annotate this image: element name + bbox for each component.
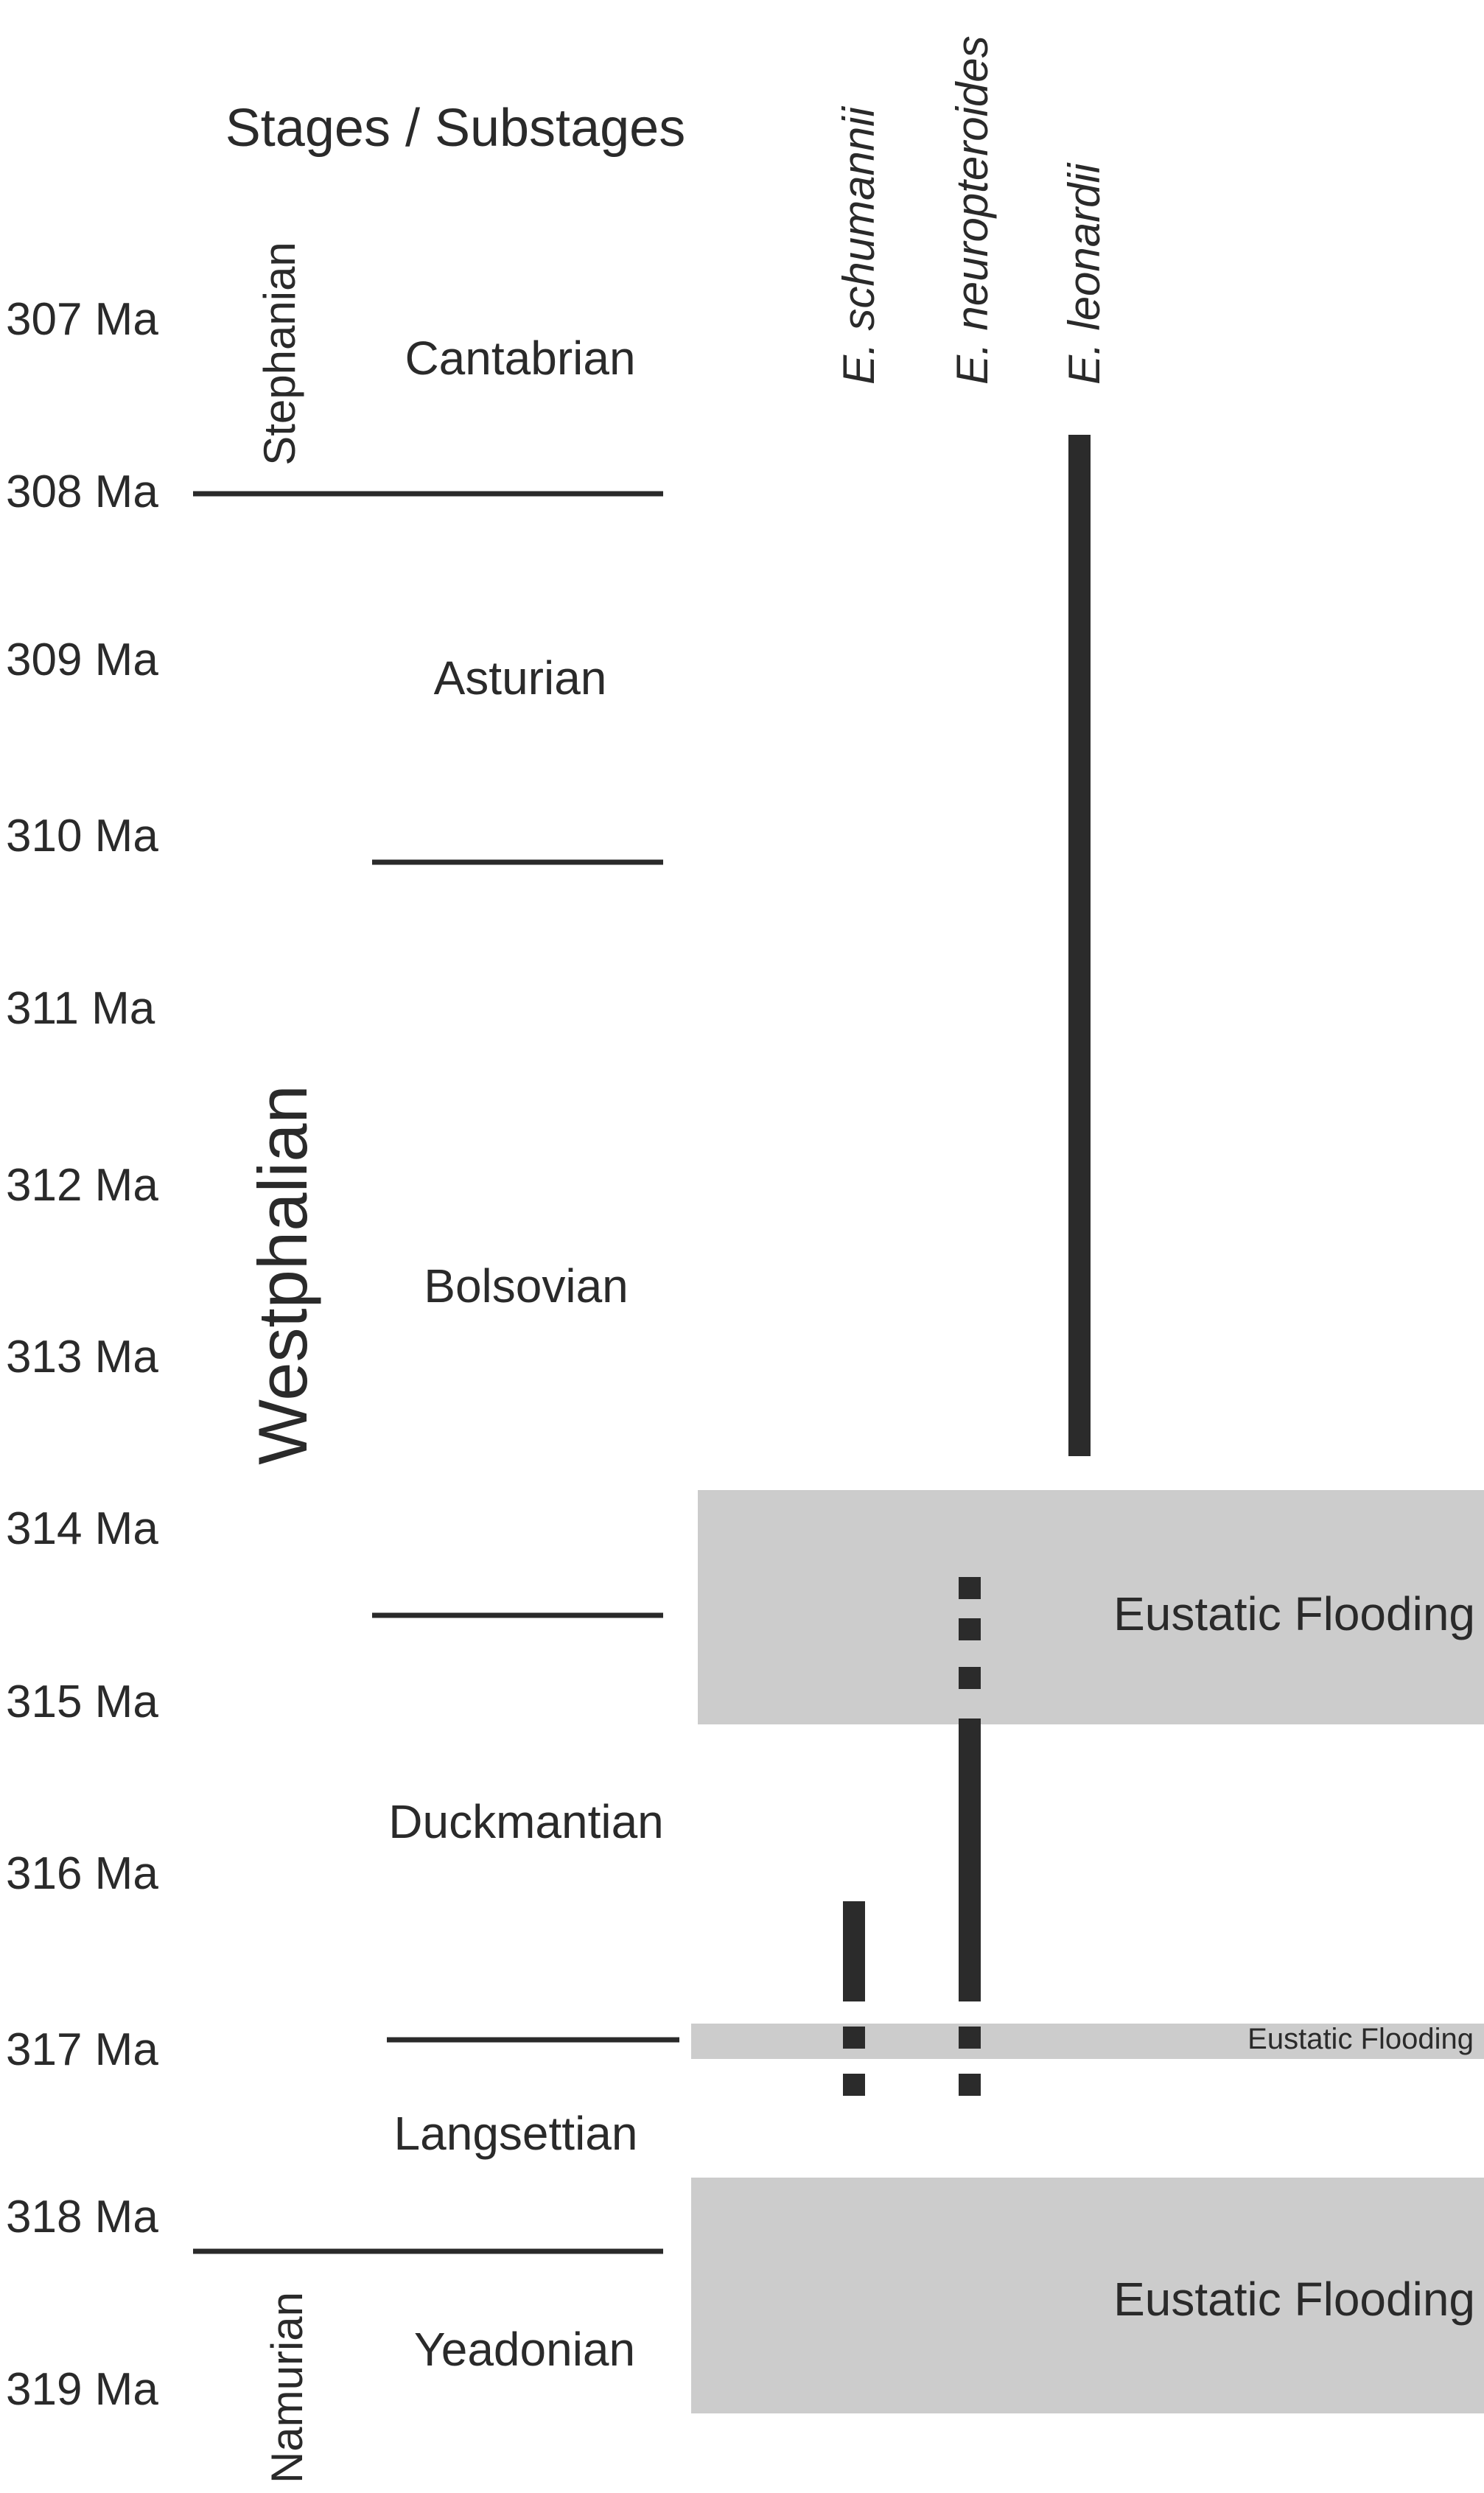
species-label-leonardii: E. leonardii [1060, 162, 1109, 385]
range-dash-neuropteroides [959, 1667, 981, 1689]
substage-labels: Cantabrian Asturian Bolsovian Duckmantia… [388, 332, 664, 2376]
range-dash-schumannii [843, 2027, 865, 2049]
age-label: 314 Ma [6, 1503, 158, 1554]
flooding-label-middle: Eustatic Flooding [1247, 2023, 1474, 2055]
chart-title: Stages / Substages [225, 99, 685, 158]
stage-label-stephanian: Stephanian [255, 242, 304, 466]
range-dash-neuropteroides [959, 1577, 981, 1599]
range-bar-leonardii [1068, 435, 1091, 1456]
substage-label: Bolsovian [424, 1259, 629, 1312]
age-label: 308 Ma [6, 466, 158, 517]
age-axis: 307 Ma 308 Ma 309 Ma 310 Ma 311 Ma 312 M… [6, 294, 158, 2415]
substage-label: Asturian [434, 651, 607, 704]
range-dash-neuropteroides [959, 2074, 981, 2096]
stage-label-namurian: Namurian [262, 2292, 312, 2483]
age-label: 315 Ma [6, 1676, 158, 1727]
age-label: 316 Ma [6, 1848, 158, 1899]
age-label: 317 Ma [6, 2024, 158, 2075]
substage-label: Cantabrian [405, 332, 635, 385]
stage-label-westphalian: Westphalian [244, 1085, 321, 1465]
age-label: 318 Ma [6, 2192, 158, 2242]
range-dash-schumannii [843, 2074, 865, 2096]
substage-label: Yeadonian [414, 2323, 635, 2376]
substage-label: Duckmantian [388, 1795, 664, 1848]
flooding-label-upper: Eustatic Flooding [1113, 1587, 1475, 1640]
range-dash-neuropteroides [959, 1618, 981, 1640]
age-label: 313 Ma [6, 1332, 158, 1382]
age-label: 319 Ma [6, 2364, 158, 2415]
range-bar-schumannii [843, 1901, 865, 2001]
flooding-band-lower [691, 2178, 1484, 2413]
age-label: 307 Ma [6, 294, 158, 345]
flooding-band-upper [698, 1490, 1484, 1724]
age-label: 310 Ma [6, 811, 158, 861]
range-bars [843, 435, 1091, 2096]
species-label-neuropteroides: E. neuropteroides [948, 35, 997, 385]
species-label-schumannii: E. schumannii [834, 105, 883, 385]
age-label: 311 Ma [6, 983, 155, 1034]
range-bar-neuropteroides [959, 1718, 981, 2001]
boundary-lines [193, 491, 679, 2254]
species-labels: E. schumannii E. neuropteroides E. leona… [834, 35, 1109, 385]
flooding-band-middle [691, 2024, 1484, 2059]
age-label: 312 Ma [6, 1160, 158, 1211]
age-label: 309 Ma [6, 634, 158, 685]
range-dash-neuropteroides [959, 2027, 981, 2049]
flooding-label-lower: Eustatic Flooding [1113, 2273, 1475, 2326]
substage-label: Langsettian [394, 2107, 638, 2160]
